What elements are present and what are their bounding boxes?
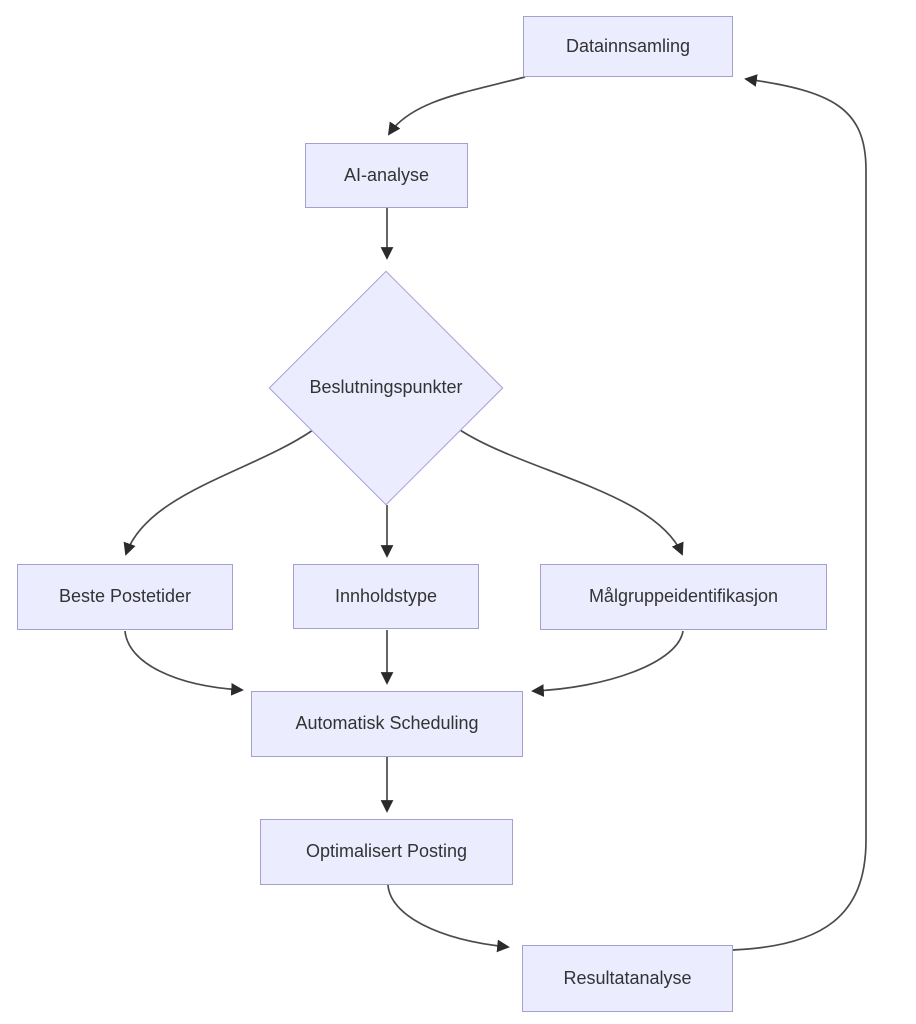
node-malgruppeidentifikasjon: Målgruppeidentifikasjon bbox=[540, 564, 827, 630]
node-beste-postetider: Beste Postetider bbox=[17, 564, 233, 630]
node-automatisk-scheduling: Automatisk Scheduling bbox=[251, 691, 523, 757]
node-resultatanalyse: Resultatanalyse bbox=[522, 945, 733, 1012]
edge-datainnsamling-to-ai-analyse bbox=[387, 76, 526, 136]
node-innholdstype: Innholdstype bbox=[293, 564, 479, 629]
edge-optimalisert-posting-to-resultatanalyse bbox=[387, 884, 510, 953]
node-label: Beste Postetider bbox=[58, 586, 192, 607]
node-optimalisert-posting: Optimalisert Posting bbox=[260, 819, 513, 885]
node-label: Optimalisert Posting bbox=[305, 841, 468, 862]
node-datainnsamling: Datainnsamling bbox=[523, 16, 733, 77]
node-label: Resultatanalyse bbox=[563, 967, 692, 988]
edge-beste-postetider-to-automatisk-scheduling bbox=[124, 630, 244, 696]
edge-resultatanalyse-to-datainnsamling bbox=[732, 74, 867, 951]
node-label: Automatisk Scheduling bbox=[295, 713, 479, 734]
node-label: Målgruppeidentifikasjon bbox=[588, 586, 779, 607]
node-label: AI-analyse bbox=[343, 164, 430, 185]
node-label: Beslutningspunkter bbox=[309, 377, 463, 398]
node-label: Innholdstype bbox=[334, 585, 438, 606]
node-label: Datainnsamling bbox=[565, 35, 691, 56]
edge-malgruppeidentifikasjon-to-automatisk-scheduling bbox=[531, 630, 684, 697]
node-ai-analyse: AI-analyse bbox=[305, 143, 468, 208]
node-beslutningspunkter: Beslutningspunkter bbox=[268, 270, 504, 506]
